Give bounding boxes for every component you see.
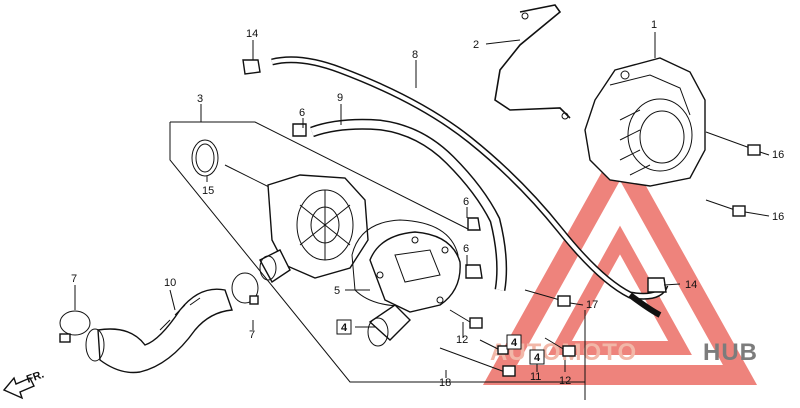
callout-12b: 12 bbox=[559, 375, 571, 387]
callout-labels: 1 2 3 4 4 4 5 6 6 6 7 7 8 9 10 11 12 12 … bbox=[71, 19, 784, 389]
callout-1: 1 bbox=[651, 19, 657, 31]
front-marker-label: FR. bbox=[25, 368, 46, 385]
callout-10: 10 bbox=[164, 277, 176, 289]
watermark-text-hub: HUB bbox=[703, 339, 758, 366]
callout-3: 3 bbox=[197, 93, 203, 105]
callout-6c: 6 bbox=[463, 243, 469, 255]
callout-17: 17 bbox=[586, 299, 598, 311]
callout-14a: 14 bbox=[246, 28, 258, 40]
hose-10-part bbox=[85, 288, 233, 374]
callout-18: 18 bbox=[439, 377, 451, 389]
callout-12a: 12 bbox=[456, 334, 468, 346]
bolts bbox=[439, 131, 761, 377]
callout-2: 2 bbox=[473, 39, 479, 51]
bracket-part bbox=[494, 4, 571, 120]
callout-11: 11 bbox=[530, 371, 541, 383]
fan-cover-part bbox=[584, 57, 706, 187]
callout-7a: 7 bbox=[71, 273, 77, 285]
pump-cover-part bbox=[367, 231, 461, 347]
hose-9-part bbox=[310, 118, 508, 291]
front-arrow-icon bbox=[2, 376, 35, 400]
callout-4c: 4 bbox=[534, 352, 541, 364]
callout-4b: 4 bbox=[511, 337, 518, 349]
callout-7b: 7 bbox=[249, 329, 255, 341]
callout-8: 8 bbox=[412, 49, 418, 61]
callout-5: 5 bbox=[334, 285, 340, 297]
callout-16a: 16 bbox=[772, 149, 784, 161]
hose-8-part bbox=[271, 56, 669, 318]
callout-6b: 6 bbox=[463, 196, 469, 208]
callout-4a: 4 bbox=[341, 322, 348, 334]
hose-clamps bbox=[59, 272, 259, 343]
callout-9: 9 bbox=[337, 92, 343, 104]
callout-15: 15 bbox=[202, 185, 214, 197]
water-pump-body-part bbox=[224, 164, 369, 284]
callout-6a: 6 bbox=[299, 107, 305, 119]
assembly-outline bbox=[169, 121, 586, 400]
callout-16b: 16 bbox=[772, 211, 784, 223]
o-ring-part bbox=[191, 139, 219, 177]
callout-14b: 14 bbox=[685, 279, 697, 291]
